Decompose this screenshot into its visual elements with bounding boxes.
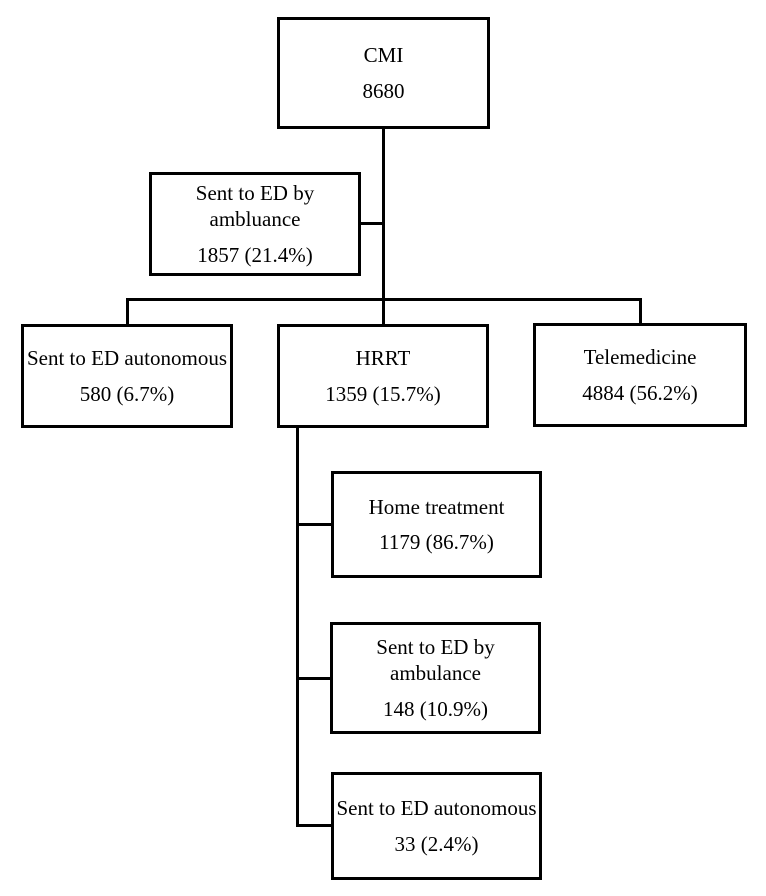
connector-level2-right-drop [639, 298, 642, 325]
node-sent-to-ed-autonomous-bottom-label: Sent to ED autonomous [336, 796, 537, 821]
node-telemedicine: Telemedicine 4884 (56.2%) [533, 323, 747, 427]
node-sent-to-ed-autonomous-value: 580 (6.7%) [79, 381, 175, 406]
node-hrrt-value: 1359 (15.7%) [325, 381, 441, 406]
node-sent-to-ed-autonomous-bottom: Sent to ED autonomous 33 (2.4%) [331, 772, 542, 880]
connector-level2-left-drop [126, 298, 129, 326]
node-home-treatment-label: Home treatment [368, 494, 505, 519]
node-cmi-value: 8680 [362, 78, 405, 103]
node-sent-to-ed-by-ambulance-bottom-value: 148 (10.9%) [383, 696, 488, 721]
node-sent-to-ed-autonomous-bottom-value: 33 (2.4%) [394, 831, 479, 856]
connector-ambulance-side-stub [359, 222, 384, 225]
node-telemedicine-value: 4884 (56.2%) [582, 380, 698, 405]
node-hrrt: HRRT 1359 (15.7%) [277, 324, 489, 428]
node-sent-to-ed-autonomous-label: Sent to ED autonomous [26, 346, 228, 371]
node-hrrt-label: HRRT [355, 346, 411, 371]
node-sent-to-ed-by-ambulance-bottom: Sent to ED by ambulance 148 (10.9%) [330, 622, 541, 734]
connector-ed-ambulance-stub [296, 677, 331, 680]
node-cmi: CMI 8680 [277, 17, 490, 129]
node-cmi-label: CMI [363, 43, 404, 68]
connector-home-treatment-stub [296, 523, 332, 526]
node-sent-to-ed-by-ambulance-top-label: Sent to ED by ambluance [195, 181, 315, 232]
connector-ed-autonomous-stub [296, 824, 332, 827]
node-sent-to-ed-autonomous: Sent to ED autonomous 580 (6.7%) [21, 324, 233, 428]
node-sent-to-ed-by-ambulance-top-value: 1857 (21.4%) [197, 242, 313, 267]
connector-level2-horizontal [126, 298, 642, 301]
node-telemedicine-label: Telemedicine [583, 345, 697, 370]
node-home-treatment-value: 1179 (86.7%) [379, 530, 494, 554]
node-sent-to-ed-by-ambulance-bottom-label: Sent to ED by ambulance [376, 635, 495, 686]
connector-hrrt-vertical [296, 428, 299, 826]
node-sent-to-ed-by-ambulance-top: Sent to ED by ambluance 1857 (21.4%) [149, 172, 361, 276]
connector-root-vertical [382, 129, 385, 324]
node-home-treatment: Home treatment 1179 (86.7%) [331, 471, 542, 578]
